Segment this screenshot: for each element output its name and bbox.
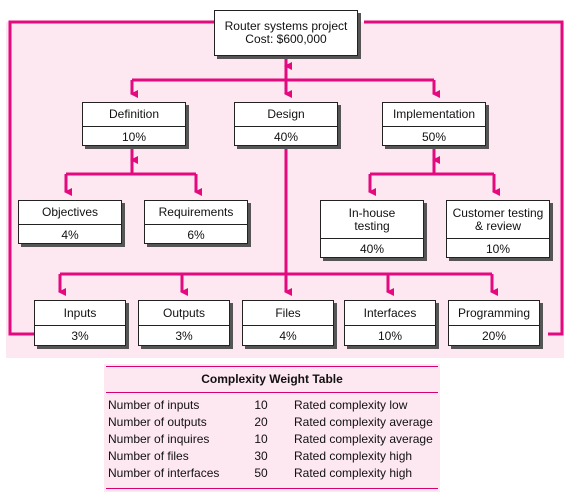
node-label: Objectives — [19, 201, 121, 225]
node-label: Programming — [449, 301, 539, 326]
node-percent: 10% — [485, 241, 511, 256]
node-percent: 6% — [187, 227, 205, 242]
node-percent: 10% — [121, 129, 147, 144]
node-percent: 3% — [71, 329, 89, 343]
row-weight: 10 — [254, 432, 268, 446]
root-title: Router systems project — [224, 19, 348, 33]
node-percent: 3% — [175, 329, 193, 343]
node-requirements: Requirements 6% — [144, 200, 248, 244]
table-header-rule — [106, 392, 438, 393]
row-item: Number of inquires — [108, 432, 210, 446]
node-customer-testing: Customer testing & review 10% — [446, 200, 550, 258]
node-implementation: Implementation 50% — [382, 102, 486, 146]
node-label: Files — [243, 301, 333, 326]
node-label: Definition — [83, 103, 185, 127]
root-cost: Cost: $600,000 — [245, 32, 327, 46]
node-interfaces: Interfaces 10% — [344, 300, 436, 346]
row-rating: Rated complexity average — [294, 415, 433, 429]
node-label: Interfaces — [345, 301, 435, 326]
node-label: Implementation — [383, 103, 485, 127]
node-objectives: Objectives 4% — [18, 200, 122, 244]
row-rating: Rated complexity low — [294, 398, 408, 412]
node-label: Design — [235, 103, 337, 127]
row-weight: 30 — [254, 449, 268, 463]
row-item: Number of files — [108, 449, 189, 463]
node-percent: 40% — [273, 129, 299, 144]
node-label: In-house testing — [321, 201, 423, 239]
node-inputs: Inputs 3% — [34, 300, 126, 346]
node-label: Requirements — [145, 201, 247, 225]
node-label: Customer testing & review — [447, 201, 549, 239]
complexity-table: Complexity Weight Table Number of inputs… — [104, 364, 440, 492]
node-percent: 50% — [421, 129, 447, 144]
row-item: Number of outputs — [108, 415, 207, 429]
row-rating: Rated complexity high — [294, 466, 413, 480]
outer-frame-line — [8, 20, 564, 336]
row-item: Number of interfaces — [108, 466, 220, 480]
table-row: Number of interfaces 50 Rated complexity… — [108, 466, 438, 483]
row-item: Number of inputs — [108, 398, 200, 412]
node-root: Router systems project Cost: $600,000 — [214, 10, 358, 56]
table-row: Number of files 30 Rated complexity high — [108, 449, 438, 466]
node-percent: 20% — [481, 329, 507, 343]
node-design: Design 40% — [234, 102, 338, 146]
row-weight: 10 — [254, 398, 268, 412]
table-title: Complexity Weight Table — [201, 372, 343, 386]
table-row: Number of inputs 10 Rated complexity low — [108, 398, 438, 415]
row-weight: 50 — [254, 466, 268, 480]
node-outputs: Outputs 3% — [138, 300, 230, 346]
node-percent: 10% — [377, 329, 403, 343]
node-in-house-testing: In-house testing 40% — [320, 200, 424, 258]
row-weight: 20 — [254, 415, 268, 429]
connector-lines — [58, 56, 500, 296]
node-root-label: Router systems project Cost: $600,000 — [215, 11, 357, 55]
row-rating: Rated complexity high — [294, 449, 413, 463]
row-rating: Rated complexity average — [294, 432, 433, 446]
node-programming: Programming 20% — [448, 300, 540, 346]
node-percent: 4% — [61, 227, 79, 242]
table-bottom-rule — [106, 488, 438, 489]
node-label: Inputs — [35, 301, 125, 326]
node-files: Files 4% — [242, 300, 334, 346]
node-definition: Definition 10% — [82, 102, 186, 146]
node-label: Outputs — [139, 301, 229, 326]
node-percent: 4% — [279, 329, 297, 343]
table-top-rule — [106, 366, 438, 367]
node-percent: 40% — [359, 241, 385, 256]
table-row: Number of outputs 20 Rated complexity av… — [108, 415, 438, 432]
table-row: Number of inquires 10 Rated complexity a… — [108, 432, 438, 449]
